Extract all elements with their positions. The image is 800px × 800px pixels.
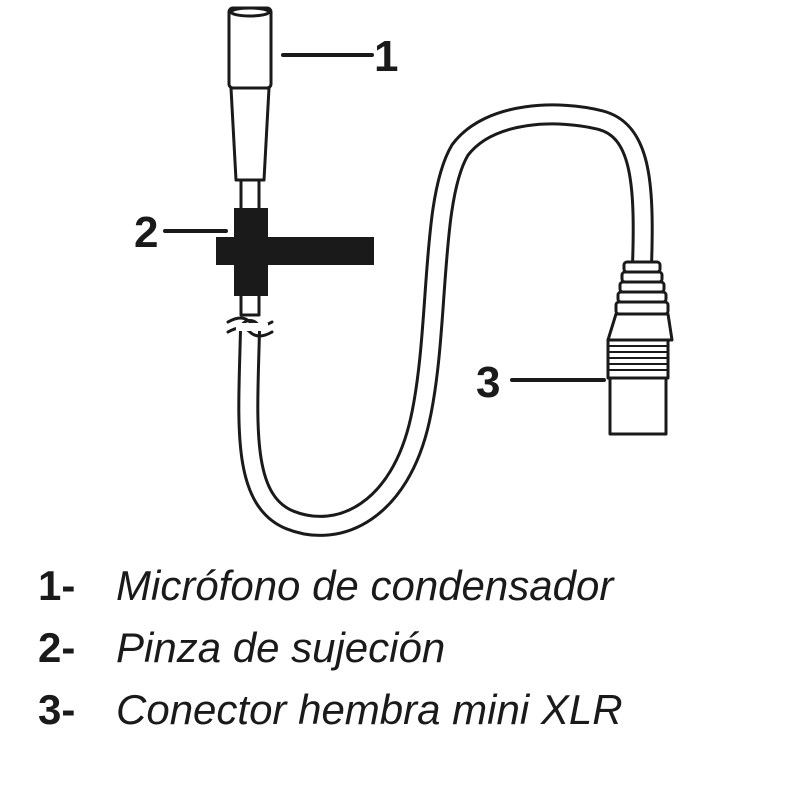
legend: 1- Micrófono de condensador 2- Pinza de … bbox=[38, 562, 778, 748]
legend-number: 2- bbox=[38, 624, 76, 671]
legend-label: Micrófono de condensador bbox=[116, 562, 614, 609]
condenser-microphone bbox=[227, 6, 273, 182]
clip bbox=[216, 208, 374, 296]
legend-item-2: 2- Pinza de sujeción bbox=[38, 624, 778, 686]
microphone-cable bbox=[237, 103, 654, 537]
legend-item-1: 1- Micrófono de condensador bbox=[38, 562, 778, 624]
legend-item-3: 3- Conector hembra mini XLR bbox=[38, 686, 778, 748]
lavalier-microphone-diagram: 1 2 3 bbox=[134, 6, 674, 537]
callout-2: 2 bbox=[134, 208, 158, 257]
callout-1: 1 bbox=[374, 32, 398, 81]
legend-number: 1- bbox=[38, 562, 76, 609]
legend-label: Conector hembra mini XLR bbox=[116, 686, 623, 733]
mini-xlr-connector bbox=[606, 260, 674, 436]
callout-3: 3 bbox=[476, 358, 500, 407]
legend-label: Pinza de sujeción bbox=[116, 624, 446, 671]
legend-number: 3- bbox=[38, 686, 76, 733]
